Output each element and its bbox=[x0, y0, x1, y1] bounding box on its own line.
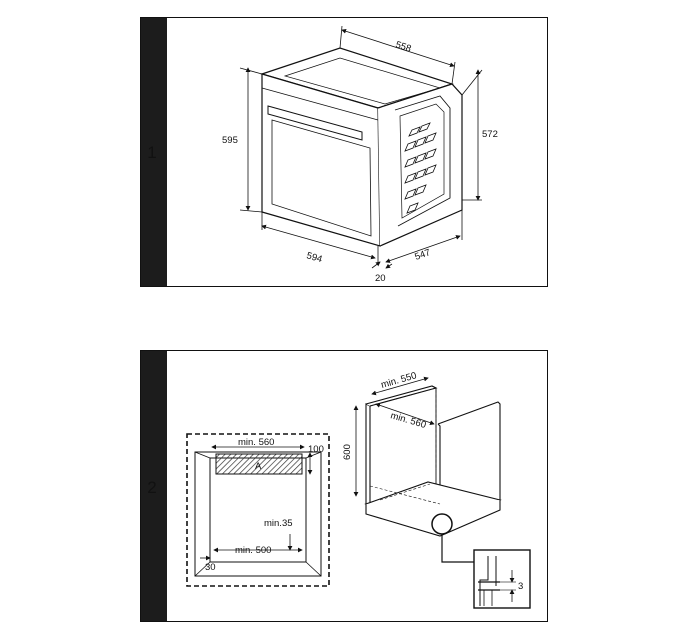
dim-cabinet-width: min. 560 bbox=[389, 410, 427, 431]
detail-box bbox=[473, 549, 531, 609]
dim-vent-height: 100 bbox=[308, 444, 324, 455]
figure-2-strip bbox=[141, 351, 167, 621]
dim-front-thickness: 20 bbox=[375, 273, 386, 284]
cabinet-dimensions bbox=[353, 376, 435, 497]
dim-gap: min.35 bbox=[264, 518, 293, 529]
oven-side-vents bbox=[404, 122, 437, 214]
figure-1-strip bbox=[141, 18, 167, 286]
dim-width-front: 594 bbox=[305, 250, 323, 265]
vent-label: A bbox=[255, 461, 262, 472]
dim-height-front: 595 bbox=[222, 135, 238, 146]
dim-detail-gap: 3 bbox=[518, 581, 523, 592]
niche-labels: min. 560 100 A min.35 min. 500 30 bbox=[205, 437, 324, 573]
dim-niche-width: min. 560 bbox=[238, 437, 274, 448]
cabinet-drawing bbox=[364, 385, 502, 563]
dim-side: 30 bbox=[205, 562, 216, 573]
dim-base-width: min. 500 bbox=[235, 545, 271, 556]
figure-1-labels: 558 595 572 594 547 20 bbox=[222, 39, 498, 284]
oven-drawing bbox=[259, 47, 463, 247]
niche-dimensions bbox=[200, 444, 313, 561]
niche-front-view bbox=[186, 433, 330, 587]
figure-1-dimensions bbox=[239, 25, 483, 269]
figure-1-number: 1 bbox=[147, 143, 157, 162]
dim-height-side: 572 bbox=[482, 129, 498, 140]
dim-cabinet-height: 600 bbox=[342, 444, 353, 460]
dim-cabinet-depth: min. 550 bbox=[380, 370, 418, 391]
figure-2-number: 2 bbox=[147, 478, 157, 497]
dim-depth-bottom: 547 bbox=[413, 247, 432, 263]
dim-depth-top: 558 bbox=[394, 39, 412, 54]
cabinet-labels: min. 550 min. 560 600 bbox=[342, 370, 427, 460]
